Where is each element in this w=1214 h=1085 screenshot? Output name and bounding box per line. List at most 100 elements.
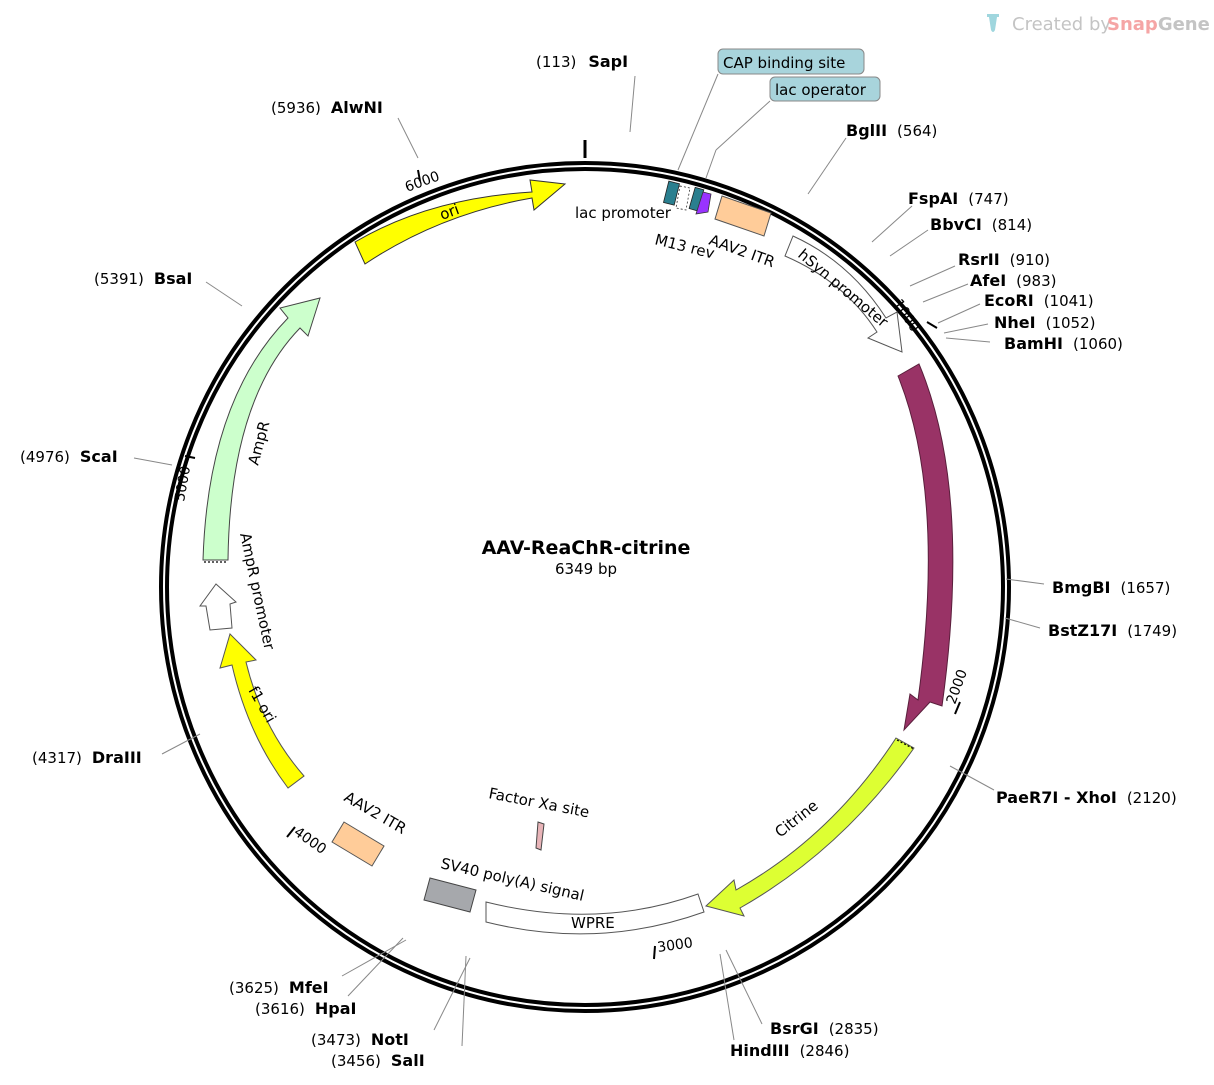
site-mfei-name: MfeI (289, 978, 329, 997)
svg-text:(3473)NotI: (3473) NotI (311, 1030, 409, 1049)
watermark-brand: SnapGene (1107, 14, 1210, 35)
site-draiii[interactable]: (4317)DraIII (32, 748, 142, 767)
site-sali[interactable]: (3456) SalI (331, 1051, 425, 1070)
leader-mfei (341, 939, 407, 977)
svg-text:AfeI(983): AfeI(983) (970, 271, 1057, 290)
callouts: CAP binding site lac operator (677, 48, 881, 179)
site-noti-name: NotI (371, 1030, 409, 1049)
svg-text:RsrII(910): RsrII(910) (958, 250, 1050, 269)
svg-text:(5936)AlwNI: (5936)AlwNI (271, 98, 383, 117)
tick-4000 (286, 826, 296, 838)
site-bsai-position: (5391) (94, 270, 144, 288)
site-fspai-name: FspAI (908, 189, 958, 208)
site-ecori-name: EcoRI (984, 291, 1034, 310)
site-alwni[interactable]: (5936)AlwNI (271, 98, 383, 117)
svg-text:BsrGI(2835): BsrGI(2835) (770, 1019, 879, 1038)
site-hindiii-position: (2846) (800, 1042, 850, 1060)
svg-text:BmgBI(1657): BmgBI (1657) (1052, 578, 1170, 597)
site-bbvci-position: (814) (992, 216, 1032, 234)
cap-binding-site-box[interactable] (663, 180, 680, 206)
watermark-prefix: Created by (1012, 14, 1111, 35)
lac-operator-callout (769, 76, 881, 102)
lac-promoter-box[interactable] (675, 185, 691, 211)
svg-text:BamHI(1060): BamHI(1060) (1004, 334, 1123, 353)
restriction-sites: (113) SapI BglII (564) FspAI(747) BbvCI(81… (20, 52, 1177, 1070)
site-bstz17i-position: (1749) (1127, 622, 1177, 640)
tick-3000 (653, 945, 656, 960)
site-bamhi[interactable]: BamHI(1060) (1004, 334, 1123, 353)
svg-text:(5391)BsaI: (5391)BsaI (94, 269, 192, 288)
site-afei[interactable]: AfeI(983) (970, 271, 1057, 290)
site-bbvci[interactable]: BbvCI(814) (930, 215, 1032, 234)
citrine-arrow[interactable] (704, 737, 915, 917)
site-hindiii[interactable]: HindIII (2846) (730, 1041, 849, 1060)
site-sapi-position: (113) (536, 53, 576, 71)
site-afei-name: AfeI (970, 271, 1006, 290)
itr1-box[interactable] (714, 195, 772, 237)
svg-text:(3456)SalI: (3456) SalI (331, 1051, 425, 1070)
site-sapi-name: SapI (588, 52, 628, 71)
tick-label-3000: 3000 (656, 935, 694, 956)
site-scai-position: (4976) (20, 448, 70, 466)
site-bglii-position: (564) (897, 122, 937, 140)
site-sali-name: SalI (391, 1051, 425, 1070)
svg-text:EcoRI(1041): EcoRI (1041) (984, 291, 1094, 310)
site-hindiii-name: HindIII (730, 1041, 790, 1060)
hsyn-promoter-arrow[interactable] (784, 235, 903, 353)
factor-xa-box[interactable] (535, 821, 545, 851)
site-ecori-position: (1041) (1044, 292, 1094, 310)
ampr-arrow[interactable] (202, 297, 321, 561)
ampr-label: AmpR (244, 419, 273, 467)
f1-ori-arrow[interactable] (219, 633, 305, 789)
site-bmgbi-position: (1657) (1120, 579, 1170, 597)
site-bmgbi-name: BmgBI (1052, 578, 1110, 597)
backbone-outer-circle (159, 161, 1011, 1013)
site-bsai[interactable]: (5391)BsaI (94, 269, 192, 288)
site-bstz17i-name: BstZ17I (1048, 621, 1117, 640)
itr2-box[interactable] (331, 821, 385, 867)
site-rsrii[interactable]: RsrII(910) (958, 250, 1050, 269)
site-noti-position: (3473) (311, 1031, 361, 1049)
svg-text:NheI(1052): NheI(1052) (994, 313, 1095, 332)
site-scai[interactable]: (4976)ScaI (20, 447, 118, 466)
site-bsrgi[interactable]: BsrGI(2835) (770, 1019, 879, 1038)
leader-fspai (871, 205, 913, 243)
ori-arrow[interactable] (354, 179, 567, 265)
leader-hindiii (719, 953, 735, 1041)
site-nhei[interactable]: NheI(1052) (994, 313, 1095, 332)
ori-label: ori (437, 200, 461, 224)
site-noti[interactable]: (3473) NotI (311, 1030, 409, 1049)
leader-draiii (161, 733, 201, 755)
site-xhoi-name: PaeR7I - XhoI (996, 788, 1117, 807)
tick-5000 (184, 455, 196, 459)
svg-text:PaeR7I - XhoI(2120): PaeR7I - XhoI(2120) (996, 788, 1177, 807)
m13-rev-box[interactable] (695, 191, 712, 215)
lac-operator-callout-label: lac operator (775, 81, 867, 99)
svg-text:(3616)HpaI: (3616)HpaI (255, 999, 356, 1018)
site-sali-position: (3456) (331, 1052, 381, 1070)
sv40-box[interactable] (423, 877, 477, 913)
wpre-box[interactable] (485, 893, 705, 935)
itr1-label: AAV2 ITR (707, 231, 778, 271)
site-bglii-name: BglII (846, 121, 887, 140)
site-draiii-position: (4317) (32, 749, 82, 767)
site-hpai[interactable]: (3616)HpaI (255, 999, 356, 1018)
site-bstz17i[interactable]: BstZ17I (1749) (1048, 621, 1177, 640)
site-xhoi[interactable]: PaeR7I - XhoI(2120) (996, 788, 1177, 807)
leader-afei (922, 283, 969, 303)
site-sapi[interactable]: (113) SapI (536, 52, 628, 71)
watermark: Created by SnapGene (987, 14, 1210, 35)
leader-bsrgi (725, 949, 763, 1025)
leader-bstz17i (1004, 617, 1041, 629)
leader-hpai (347, 937, 404, 997)
site-rsrii-name: RsrII (958, 250, 1000, 269)
lac-operator-callout-line-1 (705, 149, 717, 179)
site-fspai[interactable]: FspAI(747) (908, 189, 1009, 208)
feature18-arrow[interactable] (897, 363, 954, 732)
site-nhei-name: NheI (994, 313, 1036, 332)
site-bglii[interactable]: BglII (564) (846, 121, 937, 140)
site-mfei[interactable]: (3625)MfeI (229, 978, 329, 997)
site-bmgbi[interactable]: BmgBI (1657) (1052, 578, 1170, 597)
ampr-promoter-arrow[interactable] (199, 583, 237, 631)
site-ecori[interactable]: EcoRI (1041) (984, 291, 1094, 310)
